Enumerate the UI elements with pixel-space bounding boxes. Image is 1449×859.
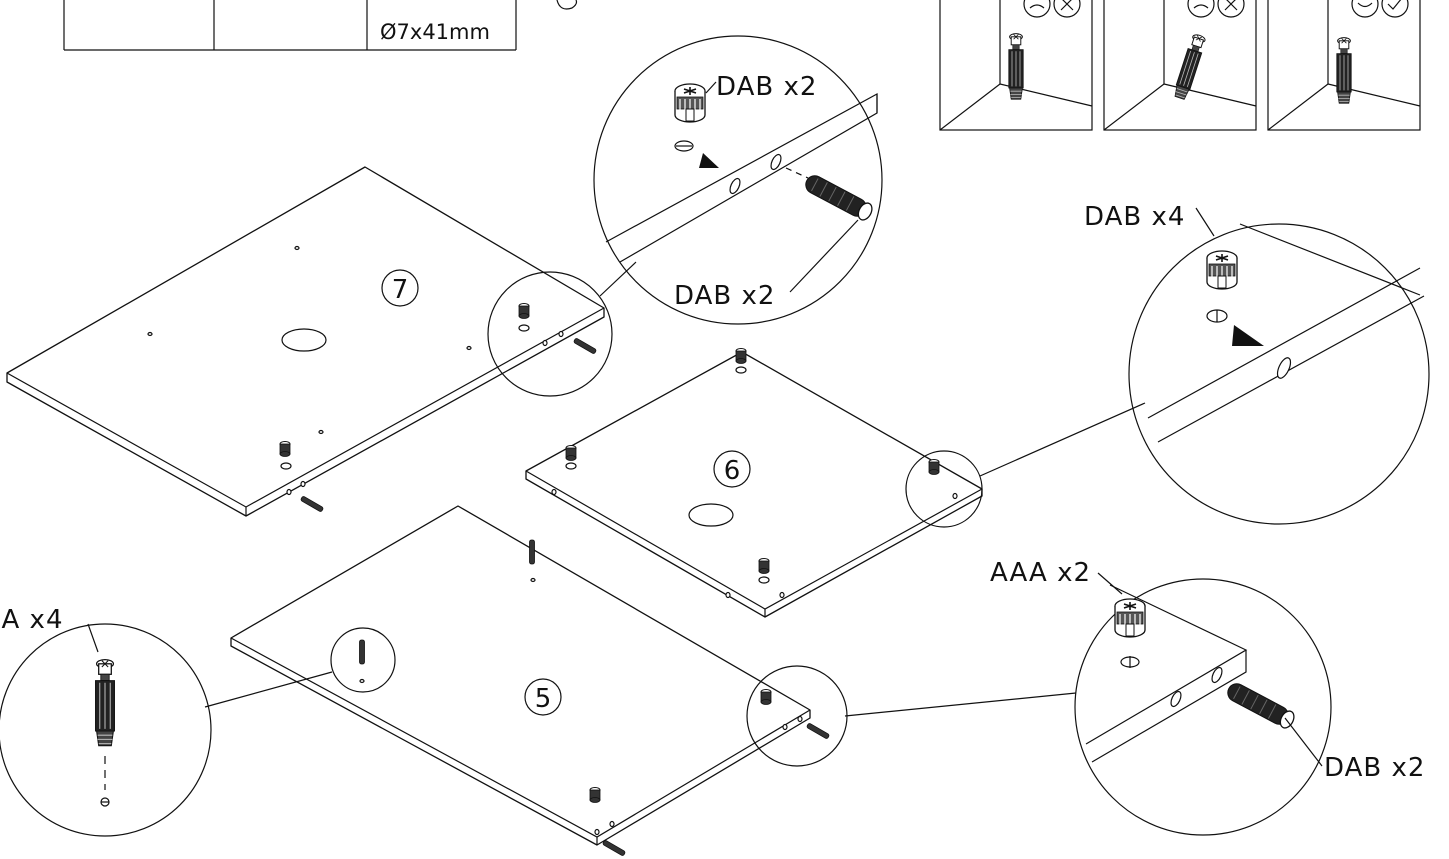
sad-face-icon	[1023, 0, 1051, 18]
install-check-box-1	[939, 0, 1093, 131]
arrow-down-icon	[699, 153, 719, 168]
cam-lock-fitting	[674, 83, 706, 123]
arrow-down-icon	[1232, 325, 1264, 346]
install-check-box-3	[1267, 0, 1421, 131]
panel-number-label: 7	[392, 275, 409, 305]
callout-cam-bottom: AAA x2	[990, 558, 1091, 588]
zoom-detail-bottom: AAA x2 DAB x2	[990, 558, 1425, 836]
panel-number-circle	[381, 269, 419, 307]
panel-7: 7	[6, 166, 605, 517]
detail-marker-panel-7	[487, 271, 613, 397]
connector-bolt	[94, 658, 116, 747]
panel-number-label: 6	[724, 456, 741, 486]
check-icon	[1381, 0, 1409, 18]
parts-table: Ø7x41mm	[63, 0, 517, 51]
zoom-detail-left: AA x4	[0, 605, 212, 837]
detail-marker-panel-6	[905, 450, 983, 528]
detail-marker-panel-5-bolt	[330, 627, 396, 693]
panel-5: 5	[230, 505, 831, 857]
callout-dowel-top: DAB x2	[674, 281, 775, 311]
cam-lock-fitting	[1114, 598, 1146, 638]
panel-number-circle	[524, 678, 562, 716]
panel-number-circle	[713, 450, 751, 488]
wooden-dowel	[1223, 679, 1298, 731]
bolt-correct	[1336, 37, 1352, 104]
zoom-detail-top: DAB x2 DAB x2	[593, 35, 883, 325]
callout-cam-top: DAB x2	[716, 72, 817, 102]
hardware-size-label: Ø7x41mm	[380, 20, 490, 44]
sad-face-icon	[1187, 0, 1215, 18]
callout-dowel-bottom: DAB x2	[1324, 753, 1425, 783]
callout-cam-right: DAB x4	[1084, 202, 1185, 232]
panel-6: 6	[525, 348, 983, 618]
wooden-dowel	[801, 171, 876, 223]
panel-number-label: 5	[535, 684, 552, 714]
hardware-fragment-icon	[556, 0, 578, 10]
cross-icon	[1053, 0, 1081, 18]
cam-lock-fitting	[1206, 250, 1238, 290]
cross-icon	[1217, 0, 1245, 18]
happy-face-icon	[1351, 0, 1379, 18]
bolt-straight-too-deep	[1008, 33, 1024, 100]
zoom-detail-right: DAB x4	[1084, 202, 1430, 525]
install-check-box-2	[1103, 0, 1257, 131]
callout-bolt-left: AA x4	[0, 605, 64, 635]
